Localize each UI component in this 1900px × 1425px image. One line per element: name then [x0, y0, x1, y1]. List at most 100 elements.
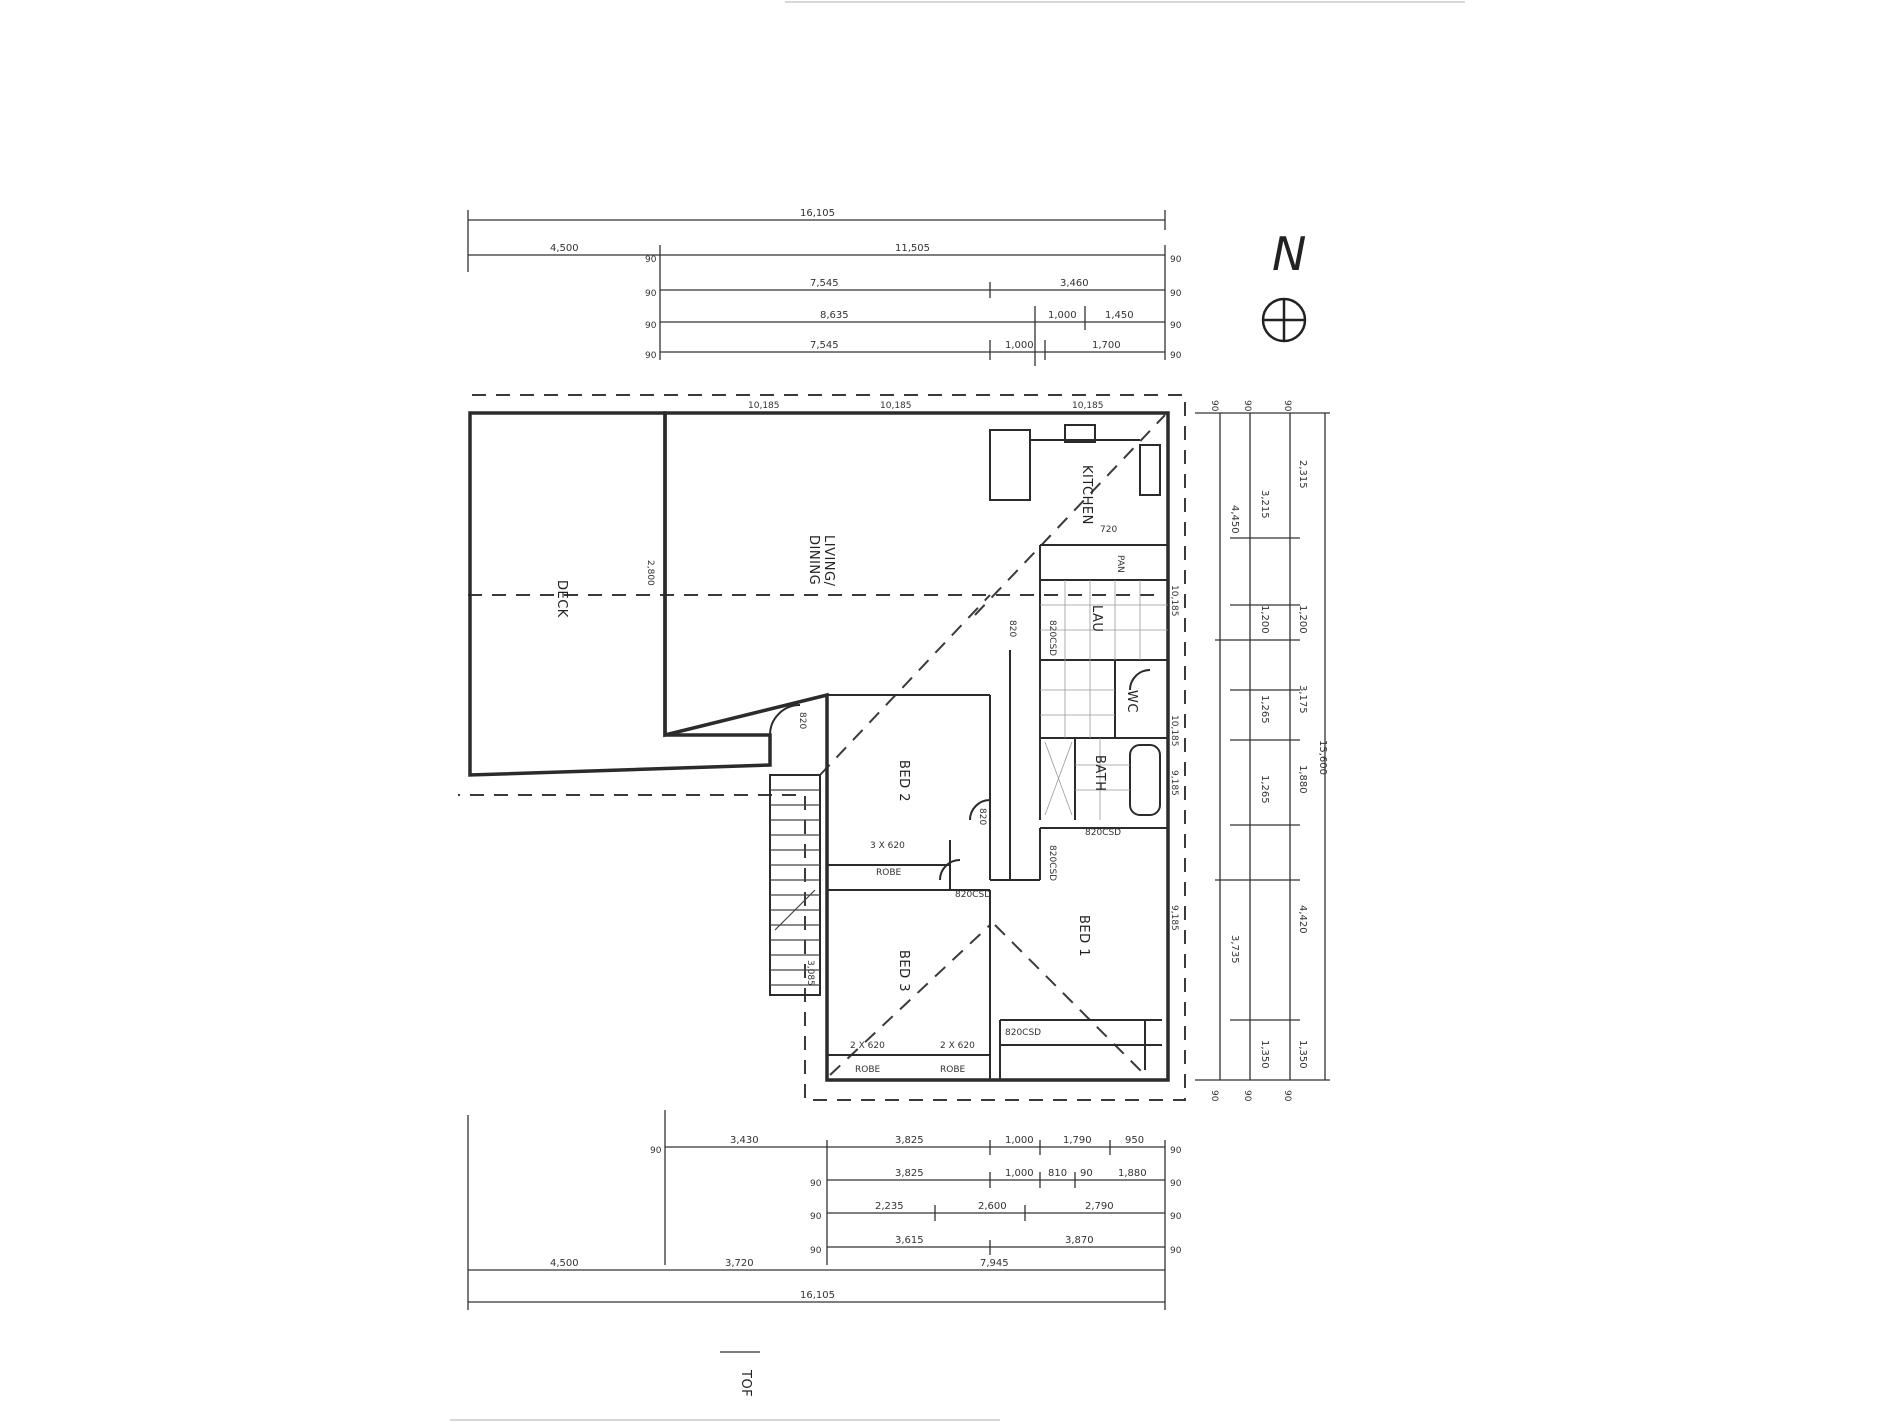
svg-text:90: 90 — [1209, 1090, 1219, 1102]
svg-text:1,000: 1,000 — [1005, 1168, 1034, 1179]
svg-text:1,350: 1,350 — [1297, 1040, 1308, 1069]
svg-text:2,600: 2,600 — [978, 1201, 1007, 1212]
svg-text:1,880: 1,880 — [1118, 1168, 1147, 1179]
svg-text:2,235: 2,235 — [875, 1201, 904, 1212]
dim-top-r2-right: 3,460 — [1060, 278, 1089, 289]
dim-top-r3-left: 8,635 — [820, 310, 849, 321]
svg-text:3,870: 3,870 — [1065, 1235, 1094, 1246]
dim-top-r2-left: 7,545 — [810, 278, 839, 289]
svg-text:2,315: 2,315 — [1297, 460, 1308, 489]
svg-text:9,185: 9,185 — [1169, 770, 1179, 796]
svg-text:3,720: 3,720 — [725, 1258, 754, 1269]
svg-text:90: 90 — [645, 289, 657, 299]
dim-top-r3-mid: 1,000 — [1048, 310, 1077, 321]
svg-text:90: 90 — [1170, 1212, 1182, 1222]
svg-text:90: 90 — [1242, 1090, 1252, 1102]
svg-text:90: 90 — [1170, 289, 1182, 299]
top-dimensions: 16,105 4,500 11,505 7,545 3,460 8,635 1,… — [467, 208, 1182, 366]
svg-text:10,185: 10,185 — [880, 401, 912, 411]
svg-text:90: 90 — [1170, 1179, 1182, 1189]
dim-top-r4-mid: 1,000 — [1005, 340, 1034, 351]
dim-top-overall: 16,105 — [800, 208, 835, 219]
svg-text:720: 720 — [1100, 525, 1117, 535]
svg-text:1,200: 1,200 — [1259, 605, 1270, 634]
svg-text:3,215: 3,215 — [1259, 490, 1270, 519]
svg-text:90: 90 — [810, 1179, 822, 1189]
svg-text:810: 810 — [1048, 1168, 1067, 1179]
svg-text:1,200: 1,200 — [1297, 605, 1308, 634]
svg-text:90: 90 — [1209, 400, 1219, 412]
bed3-robe-right: 2 X 620 — [940, 1041, 975, 1051]
room-bed1: BED 1 — [1076, 915, 1091, 957]
interior-dimensions: 10,185 10,185 10,185 2,800 10,185 10,185… — [645, 401, 1179, 986]
dim-top-r1-left: 4,500 — [550, 243, 579, 254]
robe-bed3-right: ROBE — [940, 1065, 966, 1075]
dim-top-r4-left: 7,545 — [810, 340, 839, 351]
dim-bottom-overall: 16,105 — [800, 1290, 835, 1301]
room-lau: LAU — [1089, 605, 1104, 632]
stairs — [769, 774, 821, 996]
dim-right-overall: 15,600 — [1317, 740, 1328, 775]
room-dining: DINING — [806, 535, 821, 585]
room-bed3: BED 3 — [896, 950, 911, 992]
svg-text:4,450: 4,450 — [1229, 505, 1240, 534]
svg-text:90: 90 — [810, 1212, 822, 1222]
robe-bed3-left: ROBE — [855, 1065, 881, 1075]
svg-text:1,790: 1,790 — [1063, 1135, 1092, 1146]
room-kitchen: KITCHEN — [1079, 465, 1094, 525]
bed2-robe-size: 3 X 620 — [870, 841, 905, 851]
svg-text:90: 90 — [1282, 1090, 1292, 1102]
svg-text:9,185: 9,185 — [1169, 905, 1179, 931]
dim-top-r3-right: 1,450 — [1105, 310, 1134, 321]
svg-text:10,185: 10,185 — [1169, 715, 1179, 747]
roof-outline — [458, 394, 1186, 1101]
svg-text:1,000: 1,000 — [1005, 1135, 1034, 1146]
svg-text:90: 90 — [810, 1246, 822, 1256]
svg-text:90: 90 — [1242, 400, 1252, 412]
floor-tiles — [1040, 580, 1168, 820]
svg-text:3,175: 3,175 — [1297, 685, 1308, 714]
svg-text:3,085: 3,085 — [805, 960, 815, 986]
svg-text:950: 950 — [1125, 1135, 1144, 1146]
svg-text:10,185: 10,185 — [1169, 585, 1179, 617]
bed3-robe-left: 2 X 620 — [850, 1041, 885, 1051]
room-wc: WC — [1124, 690, 1139, 713]
svg-text:4,500: 4,500 — [550, 1258, 579, 1269]
svg-text:1,265: 1,265 — [1259, 775, 1270, 804]
svg-text:1,880: 1,880 — [1297, 765, 1308, 794]
robe-bed2: ROBE — [876, 868, 902, 878]
walls — [468, 411, 1170, 1082]
room-bath: BATH — [1092, 755, 1107, 792]
svg-text:90: 90 — [645, 351, 657, 361]
svg-text:820CSD: 820CSD — [955, 890, 991, 900]
svg-text:820CSD: 820CSD — [1047, 845, 1057, 881]
dim-top-r1-right: 11,505 — [895, 243, 930, 254]
right-dimensions: 15,600 4,450 3,215 2,315 1,200 1,200 3,1… — [1195, 400, 1330, 1102]
svg-text:90: 90 — [1282, 400, 1292, 412]
svg-text:90: 90 — [1170, 1146, 1182, 1156]
bottom-stamp: TOF — [738, 1369, 753, 1397]
svg-text:3,430: 3,430 — [730, 1135, 759, 1146]
svg-text:90: 90 — [645, 255, 657, 265]
svg-text:90: 90 — [1170, 1246, 1182, 1256]
svg-text:820CSD: 820CSD — [1085, 828, 1121, 838]
room-deck: DECK — [554, 580, 569, 618]
north-label: N — [1272, 227, 1306, 281]
svg-text:820: 820 — [977, 808, 987, 825]
doors — [769, 669, 1151, 881]
svg-text:3,825: 3,825 — [895, 1135, 924, 1146]
svg-text:3,615: 3,615 — [895, 1235, 924, 1246]
svg-text:3,735: 3,735 — [1229, 935, 1240, 964]
svg-text:90: 90 — [1080, 1168, 1093, 1179]
svg-text:820: 820 — [1007, 620, 1017, 637]
svg-text:820CSD: 820CSD — [1047, 620, 1057, 656]
svg-text:10,185: 10,185 — [748, 401, 780, 411]
svg-text:1,265: 1,265 — [1259, 695, 1270, 724]
svg-text:90: 90 — [1170, 321, 1182, 331]
svg-text:820: 820 — [797, 712, 807, 729]
svg-text:7,945: 7,945 — [980, 1258, 1009, 1269]
svg-text:820CSD: 820CSD — [1005, 1028, 1041, 1038]
svg-text:90: 90 — [650, 1146, 662, 1156]
dim-top-r4-right: 1,700 — [1092, 340, 1121, 351]
